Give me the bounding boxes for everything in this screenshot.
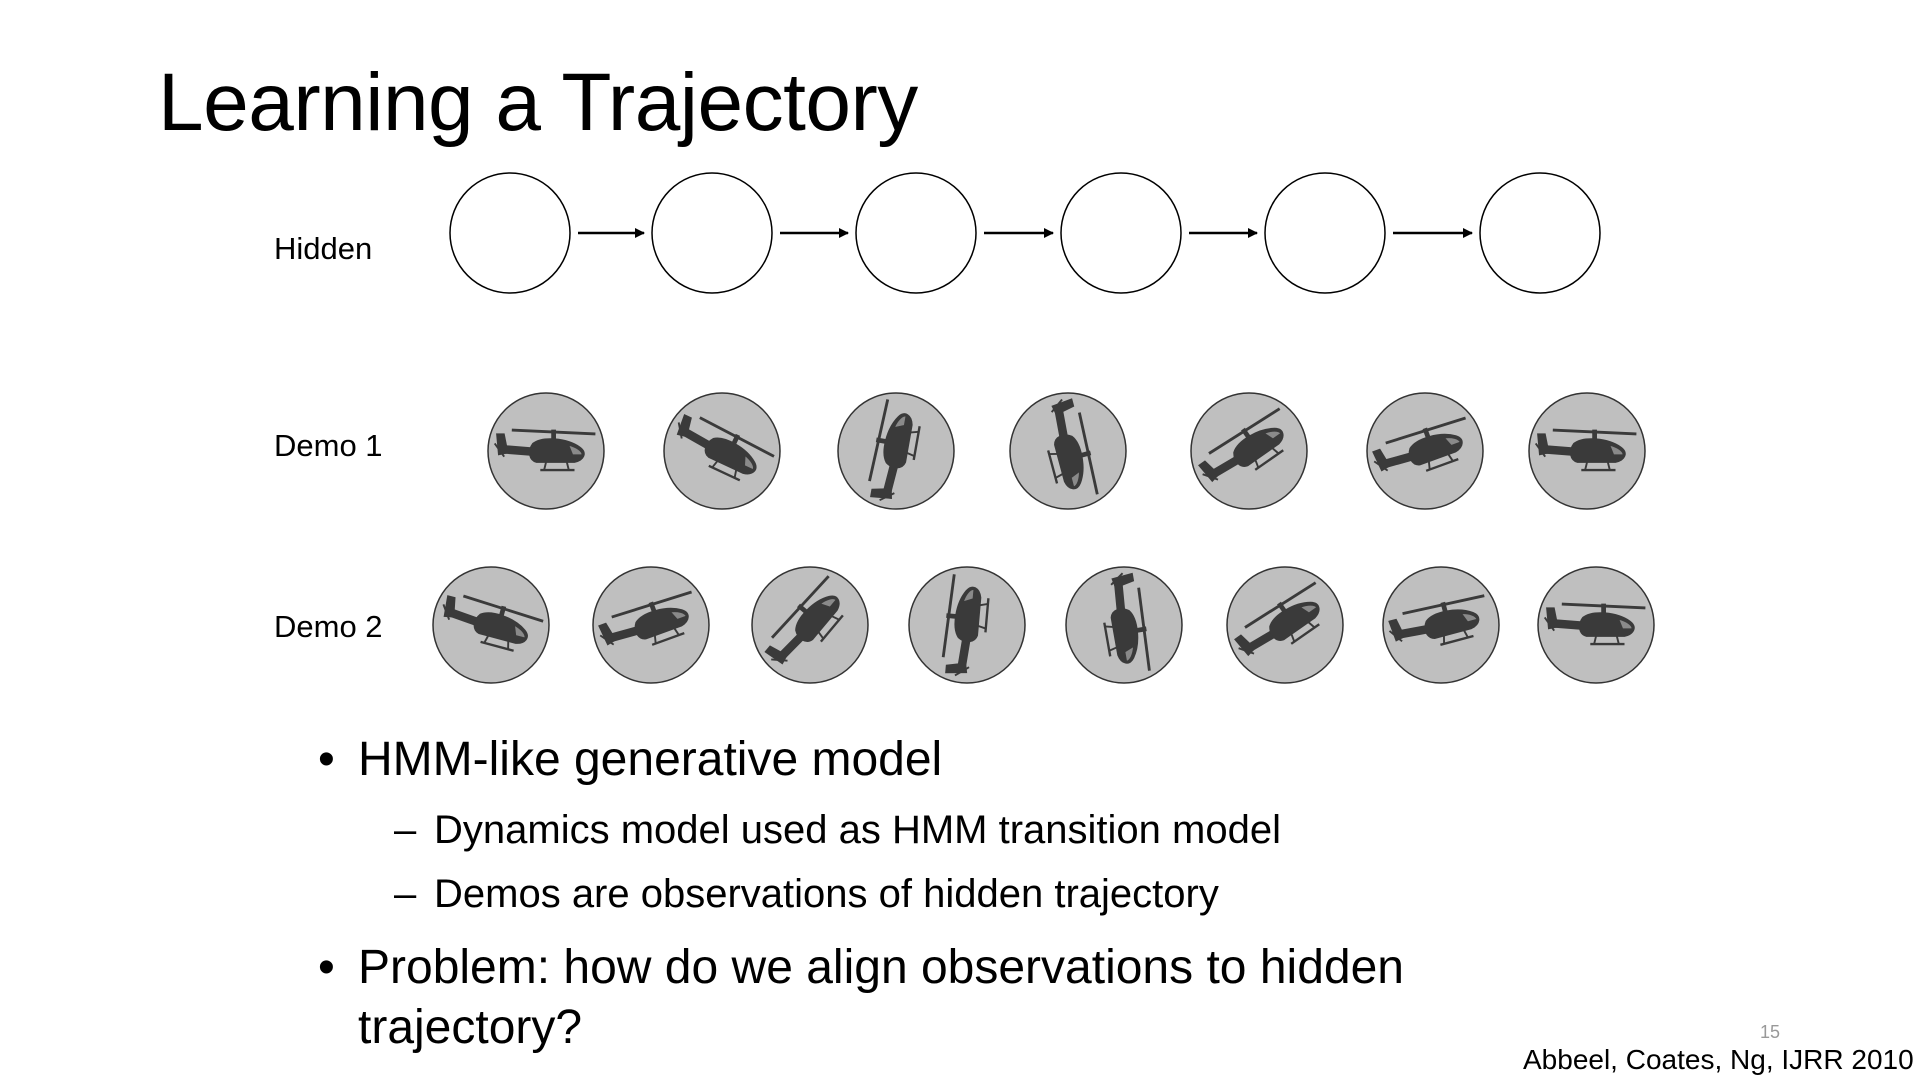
hidden-state-node	[1264, 172, 1386, 294]
sub-bullet-marker: –	[394, 872, 417, 916]
sub-bullet-marker: –	[394, 808, 417, 852]
row-label-demo-1: Demo 1	[274, 428, 383, 463]
trajectory-diagram	[432, 172, 1655, 684]
hidden-state-row	[449, 172, 1601, 294]
bullet-item: • HMM-like generative model	[318, 730, 1518, 790]
bullet-list: • HMM-like generative model – Dynamics m…	[318, 730, 1518, 1058]
sub-bullet-item: – Demos are observations of hidden traje…	[318, 870, 1518, 918]
row-label-demo-2: Demo 2	[274, 609, 383, 644]
demo-1-row	[487, 392, 1646, 510]
hidden-state-node	[449, 172, 571, 294]
hidden-state-node	[1479, 172, 1601, 294]
citation: Abbeel, Coates, Ng, IJRR 2010	[1523, 1044, 1914, 1075]
sub-bullet-item: – Dynamics model used as HMM transition …	[318, 806, 1518, 854]
bullet-marker: •	[318, 941, 335, 994]
slide-title: Learning a Trajectory	[158, 57, 918, 148]
hidden-state-node	[855, 172, 977, 294]
sub-bullet-text: Dynamics model used as HMM transition mo…	[434, 808, 1281, 852]
hidden-state-node	[1060, 172, 1182, 294]
slide-number: 15	[1760, 1022, 1781, 1042]
bullet-marker: •	[318, 733, 335, 786]
bullet-text: Problem: how do we align observations to…	[358, 941, 1404, 1054]
hidden-state-node	[651, 172, 773, 294]
row-label-hidden: Hidden	[274, 231, 373, 266]
bullet-item: • Problem: how do we align observations …	[318, 938, 1518, 1058]
bullet-text: HMM-like generative model	[358, 733, 943, 786]
sub-bullet-text: Demos are observations of hidden traject…	[434, 872, 1219, 916]
demo-2-row	[432, 566, 1655, 684]
